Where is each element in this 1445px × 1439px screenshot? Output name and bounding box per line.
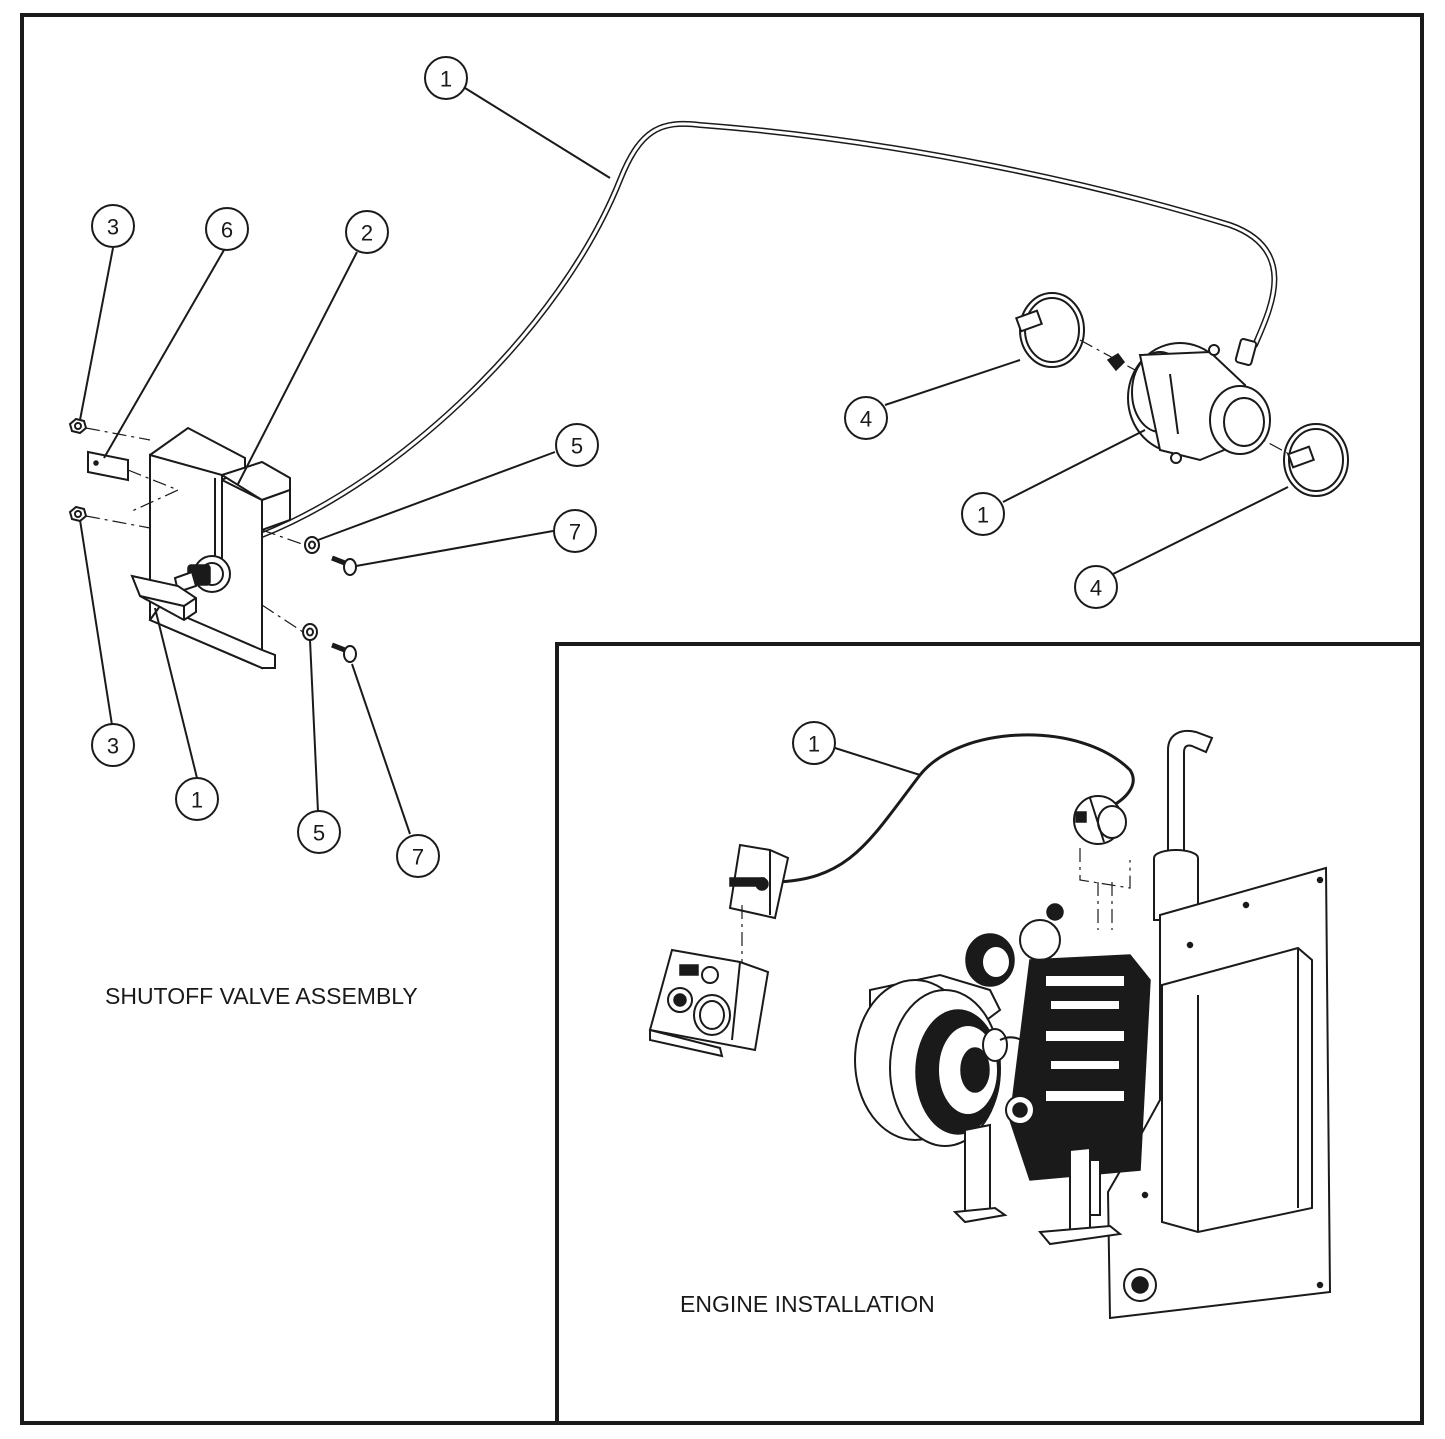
callout-6: 6	[205, 207, 249, 251]
callout-7-lower: 7	[396, 834, 440, 878]
callout-7-upper: 7	[553, 509, 597, 553]
svg-text:1: 1	[191, 788, 203, 813]
callout-5-lower: 5	[297, 810, 341, 854]
callout-3-top: 3	[91, 204, 135, 248]
nut-lower	[68, 505, 88, 523]
engine-shutoff-valve	[1073, 795, 1127, 845]
svg-text:4: 4	[1090, 576, 1102, 601]
callout-2: 2	[345, 210, 389, 254]
label-rivet	[93, 460, 99, 466]
engine-block	[854, 903, 1151, 1216]
callout-1-engine: 1	[792, 721, 836, 765]
panel-shutoff-bracket	[728, 843, 790, 920]
callout-5-upper: 5	[555, 423, 599, 467]
washer-upper	[304, 536, 320, 554]
callout-4-upper: 4	[844, 396, 888, 440]
nut-upper	[68, 417, 88, 435]
callout-3-bottom: 3	[91, 723, 135, 767]
svg-text:3: 3	[107, 734, 119, 759]
caption-engine-installation: ENGINE INSTALLATION	[680, 1291, 935, 1317]
svg-text:6: 6	[221, 218, 233, 243]
svg-text:4: 4	[860, 407, 872, 432]
callout-1-handle: 1	[175, 777, 219, 821]
engine-mount-feet	[952, 1123, 1123, 1246]
svg-text:7: 7	[569, 520, 581, 545]
callout-4-lower: 4	[1074, 565, 1118, 609]
svg-text:7: 7	[412, 845, 424, 870]
label-plate	[87, 450, 129, 482]
mounting-bracket	[148, 426, 291, 670]
svg-text:3: 3	[107, 215, 119, 240]
svg-text:1: 1	[808, 732, 820, 757]
exhaust-pipe	[1153, 730, 1214, 921]
screw-lower	[331, 642, 357, 663]
hose-clamp-lower	[1283, 423, 1349, 497]
svg-text:5: 5	[313, 821, 325, 846]
engine-cable	[774, 733, 1135, 884]
mounting-plate	[1106, 866, 1332, 1320]
control-panel-box	[648, 948, 770, 1058]
shutoff-valve-assembly	[68, 87, 1349, 835]
hose-clamp-upper	[1014, 292, 1085, 368]
svg-text:5: 5	[571, 434, 583, 459]
caption-shutoff-valve-assembly: SHUTOFF VALVE ASSEMBLY	[105, 983, 418, 1009]
control-cable	[259, 120, 1278, 538]
inline-valve-body	[1079, 338, 1301, 464]
engine-installation	[648, 730, 1332, 1320]
washer-lower	[302, 623, 318, 641]
callout-1-valve: 1	[961, 492, 1005, 536]
shutoff-handle	[130, 555, 231, 622]
screw-upper	[331, 555, 357, 576]
callout-1-top: 1	[424, 56, 468, 100]
svg-text:2: 2	[361, 221, 373, 246]
svg-text:1: 1	[440, 67, 452, 92]
svg-text:1: 1	[977, 503, 989, 528]
